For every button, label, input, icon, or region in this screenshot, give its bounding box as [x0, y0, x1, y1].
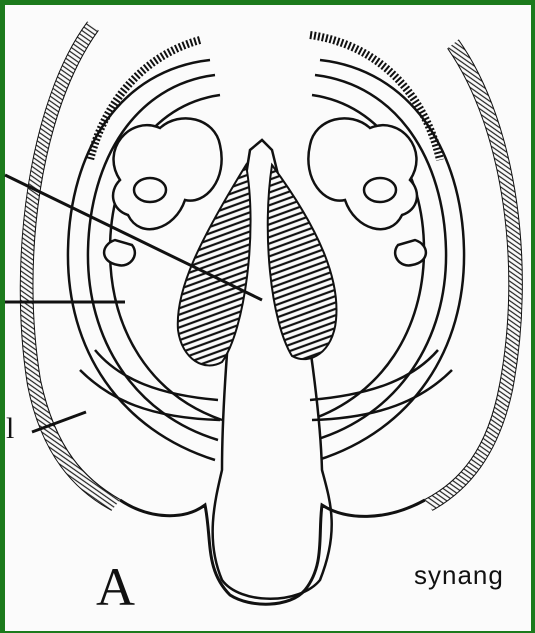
outer-bract-left: [21, 22, 120, 510]
outer-bract-right: [425, 40, 522, 510]
outer-bract-left-hairs: [21, 22, 120, 510]
leader-label-fragment: l: [6, 414, 14, 444]
figure-letter-label: A: [96, 560, 135, 614]
outer-bract-right-hairs: [425, 40, 522, 510]
synangium-label: synang: [414, 560, 504, 591]
right-lobes: [308, 118, 426, 265]
